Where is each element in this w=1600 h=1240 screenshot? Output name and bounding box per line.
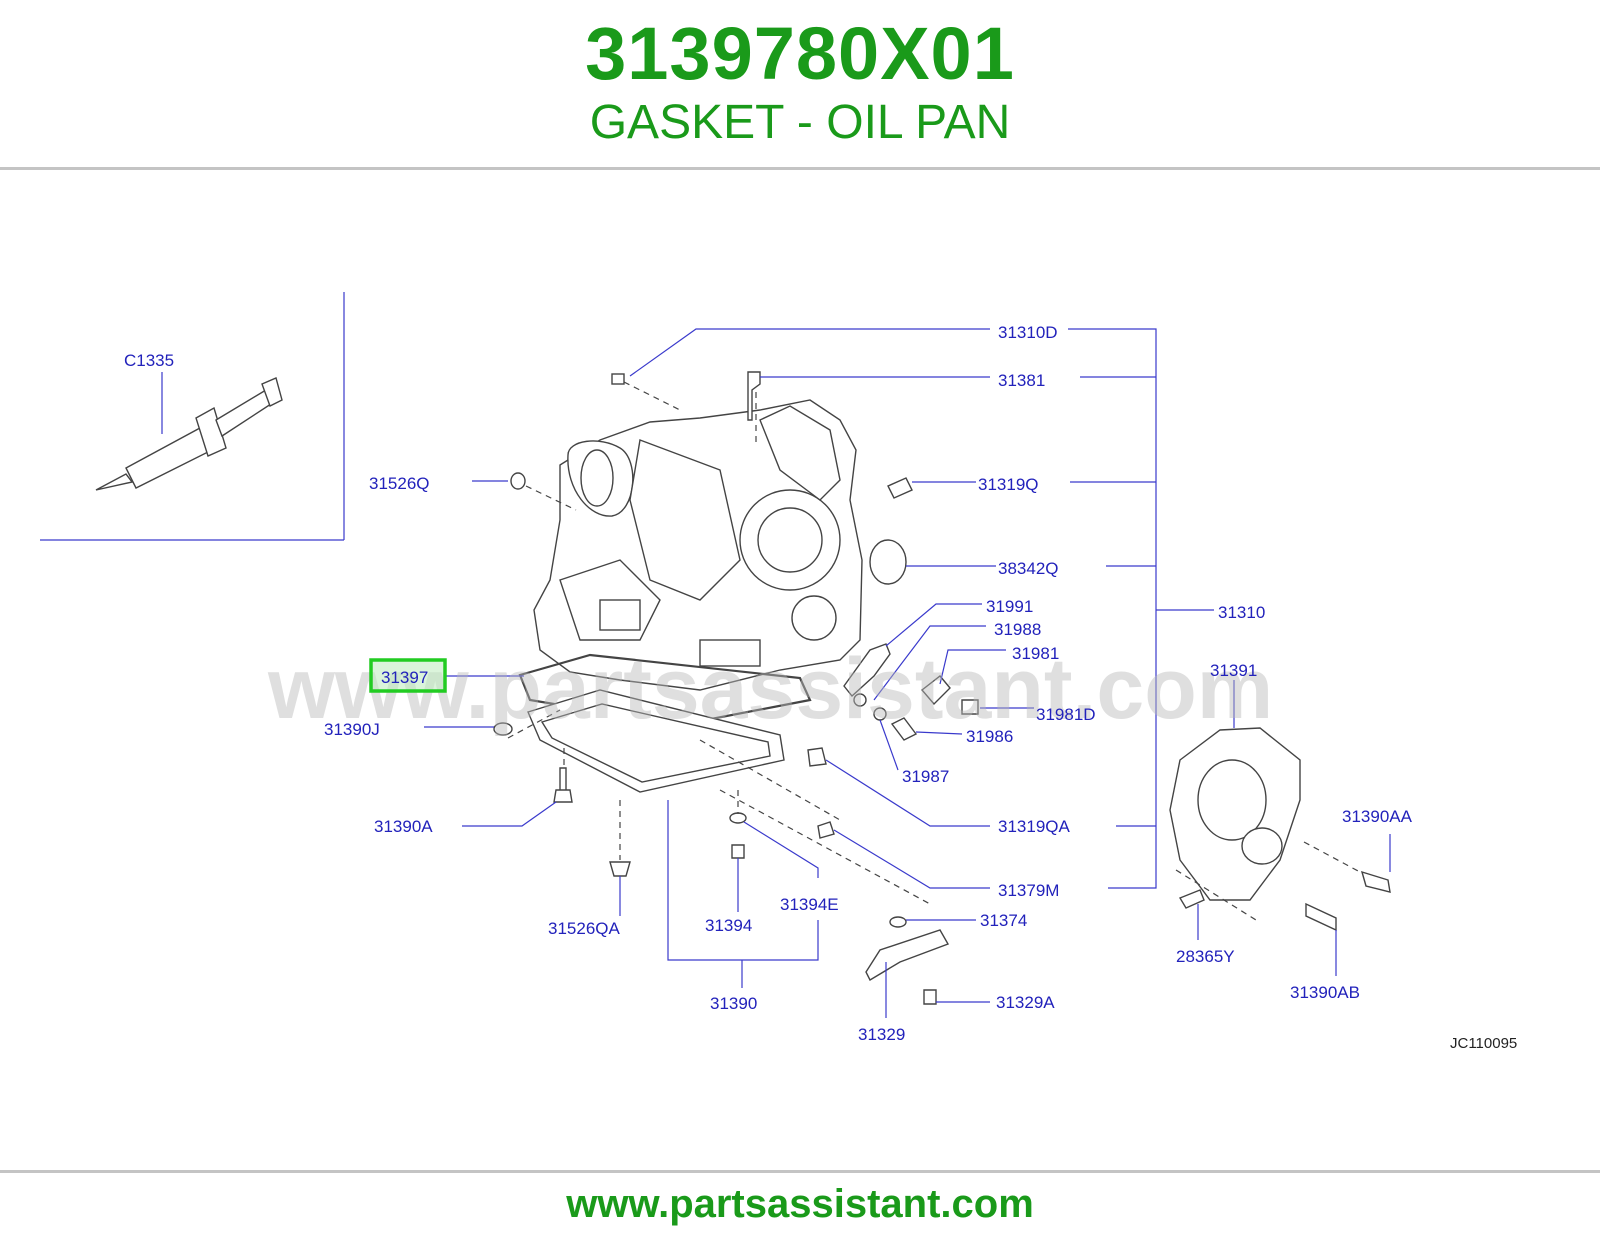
label-31390ab[interactable]: 31390AB xyxy=(1290,983,1360,1002)
leader-lines xyxy=(424,328,1391,1018)
side-cover-icon xyxy=(1169,727,1301,901)
label-31986[interactable]: 31986 xyxy=(966,727,1013,746)
bolt-icon xyxy=(887,477,913,499)
label-31374[interactable]: 31374 xyxy=(980,911,1027,930)
oil-pan-gasket-icon xyxy=(518,653,812,727)
label-28365y[interactable]: 28365Y xyxy=(1176,947,1235,966)
label-31379m[interactable]: 31379M xyxy=(998,881,1059,900)
label-31526q[interactable]: 31526Q xyxy=(369,474,430,493)
label-31394[interactable]: 31394 xyxy=(705,916,752,935)
label-31319q[interactable]: 31319Q xyxy=(978,475,1039,494)
seal-icon xyxy=(869,539,907,585)
label-31987[interactable]: 31987 xyxy=(902,767,949,786)
bolt-icon xyxy=(923,989,937,1005)
part-labels: C1335 31526Q 31397 31390J 31390A 31526QA… xyxy=(124,323,1517,1052)
label-31319qa[interactable]: 31319QA xyxy=(998,817,1070,836)
plug-icon xyxy=(510,472,526,490)
label-31381[interactable]: 31381 xyxy=(998,371,1045,390)
bolt-icon xyxy=(961,699,979,715)
label-31981[interactable]: 31981 xyxy=(1012,644,1059,663)
bolt-icon xyxy=(1305,902,1337,932)
oil-pan-icon xyxy=(527,689,785,793)
bolt-icon xyxy=(731,844,745,859)
label-31390aa[interactable]: 31390AA xyxy=(1342,807,1413,826)
nut-icon xyxy=(817,821,835,839)
drain-plug-icon xyxy=(609,861,631,877)
label-c1335[interactable]: C1335 xyxy=(124,351,174,370)
washer-icon xyxy=(853,693,867,707)
drawing-code: JC110095 xyxy=(1450,1035,1517,1052)
header-divider xyxy=(0,167,1600,170)
transmission-case-icon xyxy=(533,399,863,691)
bracket-icon xyxy=(865,929,950,981)
footer-url[interactable]: www.partsassistant.com xyxy=(566,1182,1034,1226)
label-31526qa[interactable]: 31526QA xyxy=(548,919,620,938)
label-31991[interactable]: 31991 xyxy=(986,597,1033,616)
part-number: 3139780X01 xyxy=(585,12,1015,95)
plug-icon xyxy=(807,747,827,767)
bolt-icon xyxy=(553,767,573,803)
bolt-icon xyxy=(1360,870,1391,893)
label-31988[interactable]: 31988 xyxy=(994,620,1041,639)
washer-icon xyxy=(493,722,513,736)
footer-divider xyxy=(0,1170,1600,1173)
label-31390a[interactable]: 31390A xyxy=(374,817,433,836)
label-31390j[interactable]: 31390J xyxy=(324,720,380,739)
label-31310d[interactable]: 31310D xyxy=(998,323,1058,342)
washer-icon xyxy=(889,916,907,928)
washer-icon xyxy=(729,812,747,824)
sealant-inset xyxy=(40,292,345,541)
sensor-icon xyxy=(1178,889,1205,909)
label-31394e[interactable]: 31394E xyxy=(780,895,839,914)
fastener-icons xyxy=(493,371,1391,1005)
header: 3139780X01 GASKET - OIL PAN xyxy=(0,0,1600,168)
breather-icon xyxy=(747,371,761,421)
bracket-icon xyxy=(920,675,951,706)
label-31310[interactable]: 31310 xyxy=(1218,603,1265,622)
pin-icon xyxy=(611,373,625,385)
label-31397[interactable]: 31397 xyxy=(381,668,428,687)
pin-icon xyxy=(890,717,918,741)
label-31391[interactable]: 31391 xyxy=(1210,661,1257,680)
label-31329[interactable]: 31329 xyxy=(858,1025,905,1044)
label-31390[interactable]: 31390 xyxy=(710,994,757,1013)
assembly-lines xyxy=(507,381,1361,921)
highlight-box[interactable] xyxy=(369,658,447,693)
lever-icon xyxy=(843,643,891,698)
sealant-tube-icon xyxy=(95,377,283,491)
label-31981d[interactable]: 31981D xyxy=(1036,705,1096,724)
label-38342q[interactable]: 38342Q xyxy=(998,559,1059,578)
part-name: GASKET - OIL PAN xyxy=(589,96,1011,149)
label-31329a[interactable]: 31329A xyxy=(996,993,1055,1012)
